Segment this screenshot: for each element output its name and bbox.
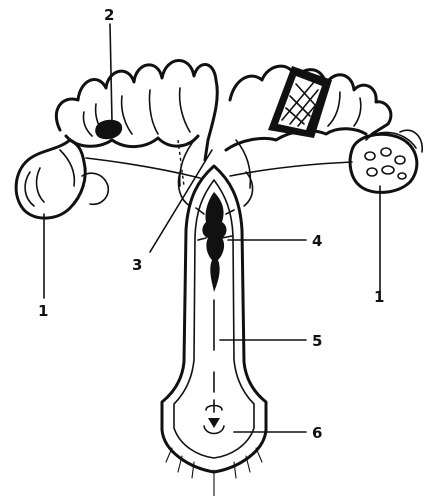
ovary-hatched [268, 66, 332, 138]
dark-region-2 [95, 120, 122, 140]
label-1-right: 1 [374, 288, 384, 306]
left-fimbria [16, 140, 108, 218]
label-2: 2 [104, 6, 114, 24]
uterine-cavity-dark [202, 192, 226, 292]
label-3: 3 [132, 256, 142, 274]
right-ovary [350, 130, 422, 192]
external-os [204, 400, 224, 434]
leader-line-2 [110, 24, 112, 122]
left-oviduct [56, 60, 217, 160]
label-4: 4 [312, 232, 322, 250]
label-5: 5 [312, 332, 322, 350]
fundus-bulge-right [244, 172, 253, 206]
label-6: 6 [312, 424, 322, 442]
bottom-hairs [166, 448, 262, 496]
label-1-left: 1 [38, 302, 48, 320]
